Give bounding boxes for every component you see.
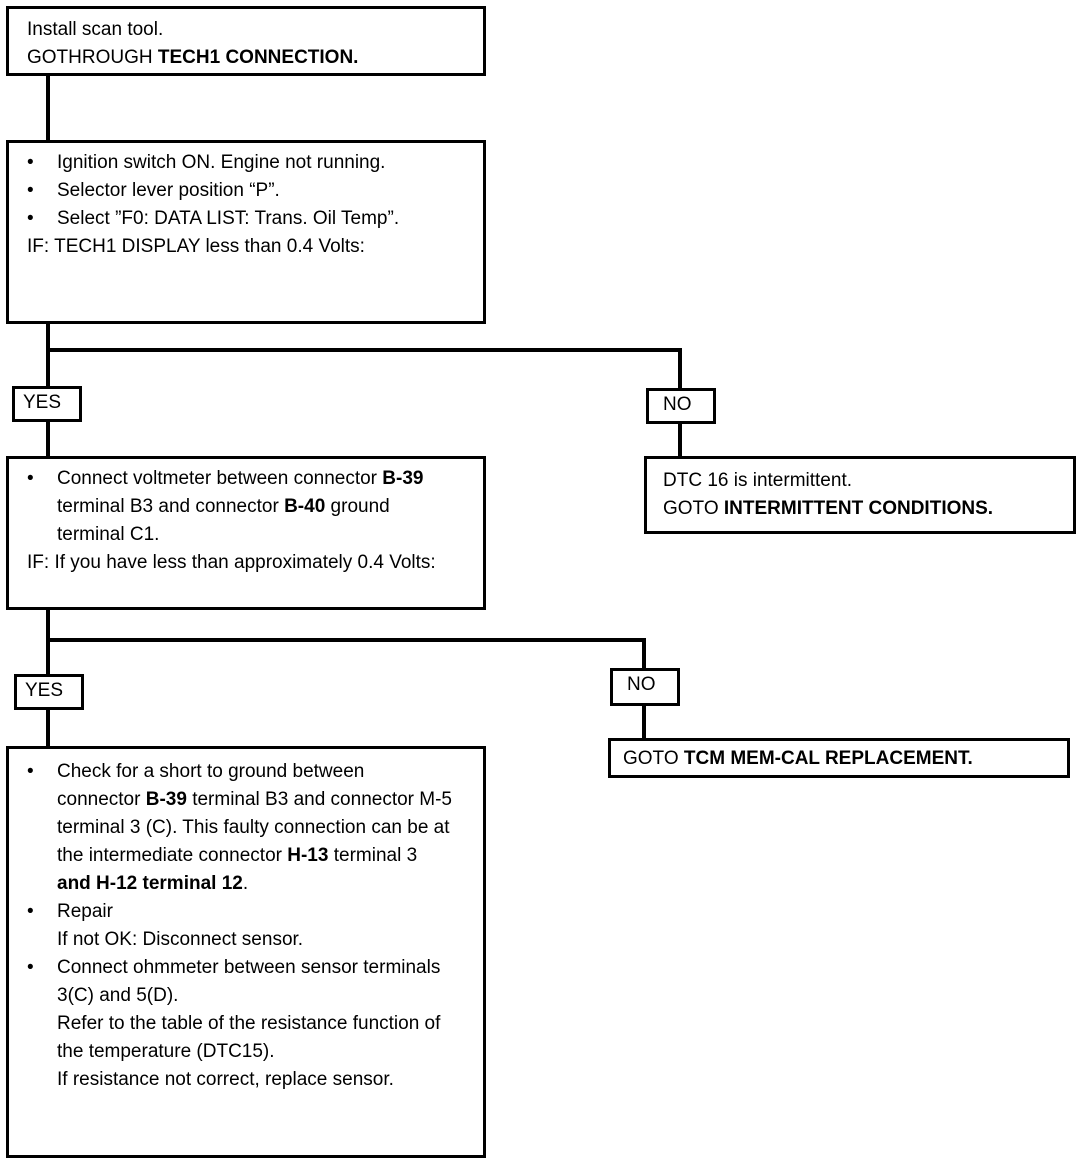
connector-line: [46, 322, 50, 386]
box3-item: Connect voltmeter between connector B-39…: [9, 465, 461, 549]
box3-text: terminal B3 and connector: [57, 496, 279, 517]
box3-condition: IF: If you have less than approximately …: [27, 552, 436, 573]
box2-list: Ignition switch ON. Engine not running. …: [9, 149, 443, 233]
box3-list: Connect voltmeter between connector B-39…: [9, 465, 461, 549]
box5-item-check-short: Check for a short to ground between conn…: [9, 758, 453, 898]
box3-text: Connect voltmeter between connector: [57, 468, 378, 489]
yes-label-2: YES: [14, 674, 84, 710]
connector-line: [678, 422, 682, 458]
box5-text: terminal B3 and connector M-5 terminal 3…: [57, 789, 452, 866]
box2-item: Select ”F0: DATA LIST: Trans. Oil Temp”.: [9, 205, 443, 233]
connector-line: [642, 704, 646, 740]
no2-line: GOTO TCM MEM-CAL REPLACEMENT.: [623, 745, 1067, 773]
connector-line: [46, 348, 682, 352]
connector-b40: B-40: [284, 496, 326, 517]
step-install-scan-tool-box: Install scan tool. GOTHROUGH TECH1 CONNE…: [6, 6, 486, 76]
no2-prefix: GOTO: [623, 748, 684, 769]
connector-line: [46, 420, 50, 458]
box2-item: Selector lever position “P”.: [9, 177, 443, 205]
connector-line: [642, 638, 646, 670]
connector-line: [46, 608, 50, 676]
box5-list: Check for a short to ground between conn…: [9, 758, 453, 1094]
step-check-short-box: Check for a short to ground between conn…: [6, 746, 486, 1158]
box2-item: Ignition switch ON. Engine not running.: [9, 149, 443, 177]
box5-text: If resistance not correct, replace senso…: [57, 1069, 394, 1090]
connector-line: [678, 348, 682, 388]
connector-h12: and H-12 terminal 12: [57, 873, 243, 894]
no1-line1: DTC 16 is intermittent.: [663, 470, 852, 491]
step-connect-voltmeter-box: Connect voltmeter between connector B-39…: [6, 456, 486, 610]
box5-text: terminal 3: [333, 845, 418, 866]
step-ignition-check-box: Ignition switch ON. Engine not running. …: [6, 140, 486, 324]
box5-text: Repair: [57, 901, 113, 922]
result-intermittent-box: DTC 16 is intermittent. GOTO INTERMITTEN…: [644, 456, 1076, 534]
connector-line: [46, 638, 646, 642]
box5-item-repair: Repair If not OK: Disconnect sensor.: [9, 898, 453, 954]
tcm-mem-cal-ref: TCM MEM-CAL REPLACEMENT.: [683, 748, 973, 769]
box5-text: If not OK: Disconnect sensor.: [57, 929, 304, 950]
box5-item-ohmmeter: Connect ohmmeter between sensor terminal…: [9, 954, 453, 1094]
box5-text: Check for a short to ground between conn…: [57, 761, 365, 810]
box5-text: .: [242, 873, 249, 894]
box5-text: Connect ohmmeter between sensor terminal…: [57, 957, 441, 1006]
box2-condition: IF: TECH1 DISPLAY less than 0.4 Volts:: [27, 236, 365, 257]
no-label-1: NO: [646, 388, 716, 424]
intermittent-conditions-ref: INTERMITTENT CONDITIONS.: [723, 498, 994, 519]
yes-label-1: YES: [12, 386, 82, 422]
result-tcm-replacement-box: GOTO TCM MEM-CAL REPLACEMENT.: [608, 738, 1070, 778]
connector-line: [46, 708, 50, 748]
box1-line1: Install scan tool.: [27, 19, 164, 40]
no1-prefix: GOTO: [663, 498, 724, 519]
box1-line2-prefix: GOTHROUGH: [27, 47, 158, 68]
box1-line2: GOTHROUGH TECH1 CONNECTION.: [27, 44, 483, 72]
tech1-connection-ref: TECH1 CONNECTION.: [157, 47, 359, 68]
no-label-2: NO: [610, 668, 680, 706]
connector-b39: B-39: [382, 468, 424, 489]
connector-b39: B-39: [145, 789, 187, 810]
no1-line2: GOTO INTERMITTENT CONDITIONS.: [663, 495, 1073, 523]
connector-line: [46, 74, 50, 142]
connector-h13: H-13: [287, 845, 329, 866]
box3-text: ground terminal C1.: [57, 496, 390, 545]
box5-text: Refer to the table of the resistance fun…: [57, 1013, 441, 1062]
